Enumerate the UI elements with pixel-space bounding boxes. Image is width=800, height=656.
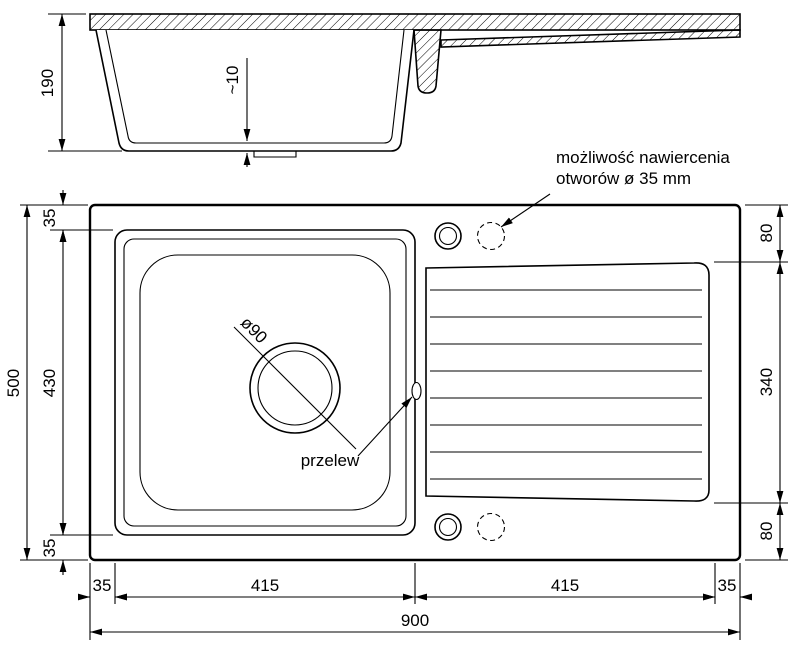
- overflow-leader-line: [357, 396, 413, 457]
- overflow-label: przelew: [301, 451, 360, 470]
- drill-note-line1: możliwość nawiercenia: [556, 148, 730, 167]
- dim-bottom-drainer-label: 415: [551, 576, 579, 595]
- deck-divider-profile: [413, 29, 442, 94]
- dim-overall-width-label: 900: [401, 611, 429, 630]
- drain-diameter-line: [233, 326, 357, 450]
- dimensions: 500 35 430 35 80 340 80 35 415: [4, 190, 788, 640]
- basin-floor: [139, 254, 391, 511]
- drainer-grooves: [430, 289, 702, 480]
- dim-bottom-basin-label: 415: [251, 576, 279, 595]
- drain-circle-inner: [257, 350, 333, 426]
- drainer-area: [425, 262, 710, 502]
- optional-hole-dashed: [476, 512, 506, 542]
- faucet-hole-inner: [438, 226, 458, 246]
- dim-right-bottom-label: 80: [757, 522, 776, 541]
- dim-left-top-label: 35: [40, 209, 59, 228]
- dim-side-height-label: 190: [38, 69, 57, 97]
- dim-overall-height-label: 500: [4, 369, 23, 397]
- optional-hole-dashed: [476, 221, 506, 251]
- faucet-holes-bottom: [434, 512, 506, 542]
- basin-rim-inner: [123, 238, 407, 527]
- plan-view: ø90 przelew możliw: [88, 148, 742, 562]
- dim-side-height: 190: [38, 13, 122, 152]
- overflow-mark: [411, 381, 422, 401]
- dim-bottom-right-label: 35: [718, 576, 737, 595]
- dim-right-top-label: 80: [757, 224, 776, 243]
- dim-bottom-thickness-label: ~10: [223, 66, 242, 95]
- drain-circle-outer: [249, 342, 341, 434]
- dim-bottom-thickness: ~10: [223, 58, 251, 167]
- side-section-view: 190 ~10: [38, 13, 741, 167]
- basin-profile-inner: [105, 29, 405, 144]
- basin-profile-outer: [95, 29, 415, 152]
- drill-note: możliwość nawiercenia otworów ø 35 mm: [500, 148, 730, 228]
- dim-bottom-left-label: 35: [93, 576, 112, 595]
- faucet-hole: [434, 222, 462, 250]
- dim-right-mid-label: 340: [757, 368, 776, 396]
- faucet-hole-inner: [438, 517, 458, 537]
- faucet-holes-top: [434, 221, 506, 251]
- drill-note-leader-line: [500, 193, 551, 228]
- drain-fitting-profile: [253, 151, 297, 158]
- drainer-profile: [440, 29, 741, 48]
- countertop-profile: [89, 13, 741, 31]
- faucet-hole: [434, 513, 462, 541]
- dim-left-bottom-label: 35: [40, 539, 59, 558]
- drill-note-line2: otworów ø 35 mm: [556, 169, 691, 188]
- dim-left-mid-label: 430: [40, 369, 59, 397]
